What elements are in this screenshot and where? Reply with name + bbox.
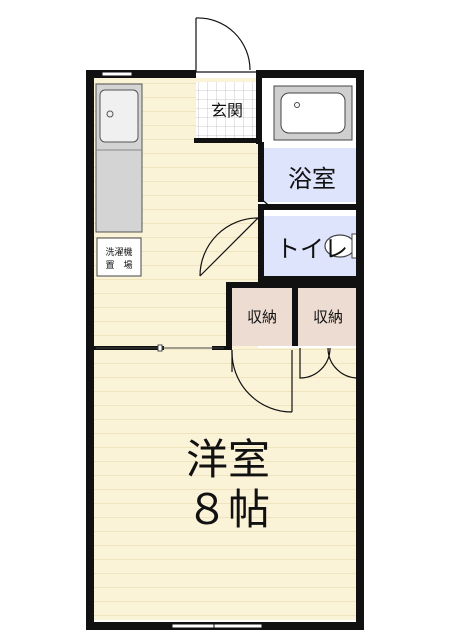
western-room-floor	[92, 348, 362, 620]
bathroom-label: 浴室	[288, 165, 336, 193]
closet-right-floor	[298, 288, 358, 346]
toilet-label: トイレ	[276, 235, 348, 263]
sliding-door-track	[96, 344, 224, 352]
western-room-size-label: ８帖	[186, 485, 270, 534]
washer-label-2: 置 場	[105, 259, 132, 271]
entrance-floor	[196, 82, 258, 140]
kitchen-floor-strip	[92, 78, 258, 88]
bathroom-floor	[262, 148, 360, 202]
kitchen-counter	[95, 83, 143, 233]
western-room-label: 洋室	[186, 435, 270, 484]
washer-label-1: 洗濯機	[105, 246, 132, 258]
washer-space: 洗濯機 置 場	[96, 237, 142, 277]
closet-left-floor	[232, 288, 292, 346]
bathtub	[273, 85, 353, 141]
closet-right-label: 収納	[313, 308, 343, 326]
entrance-label: 玄関	[211, 101, 243, 120]
windows	[101, 71, 263, 629]
closet-left-label: 収納	[247, 308, 277, 326]
doors	[195, 17, 359, 413]
